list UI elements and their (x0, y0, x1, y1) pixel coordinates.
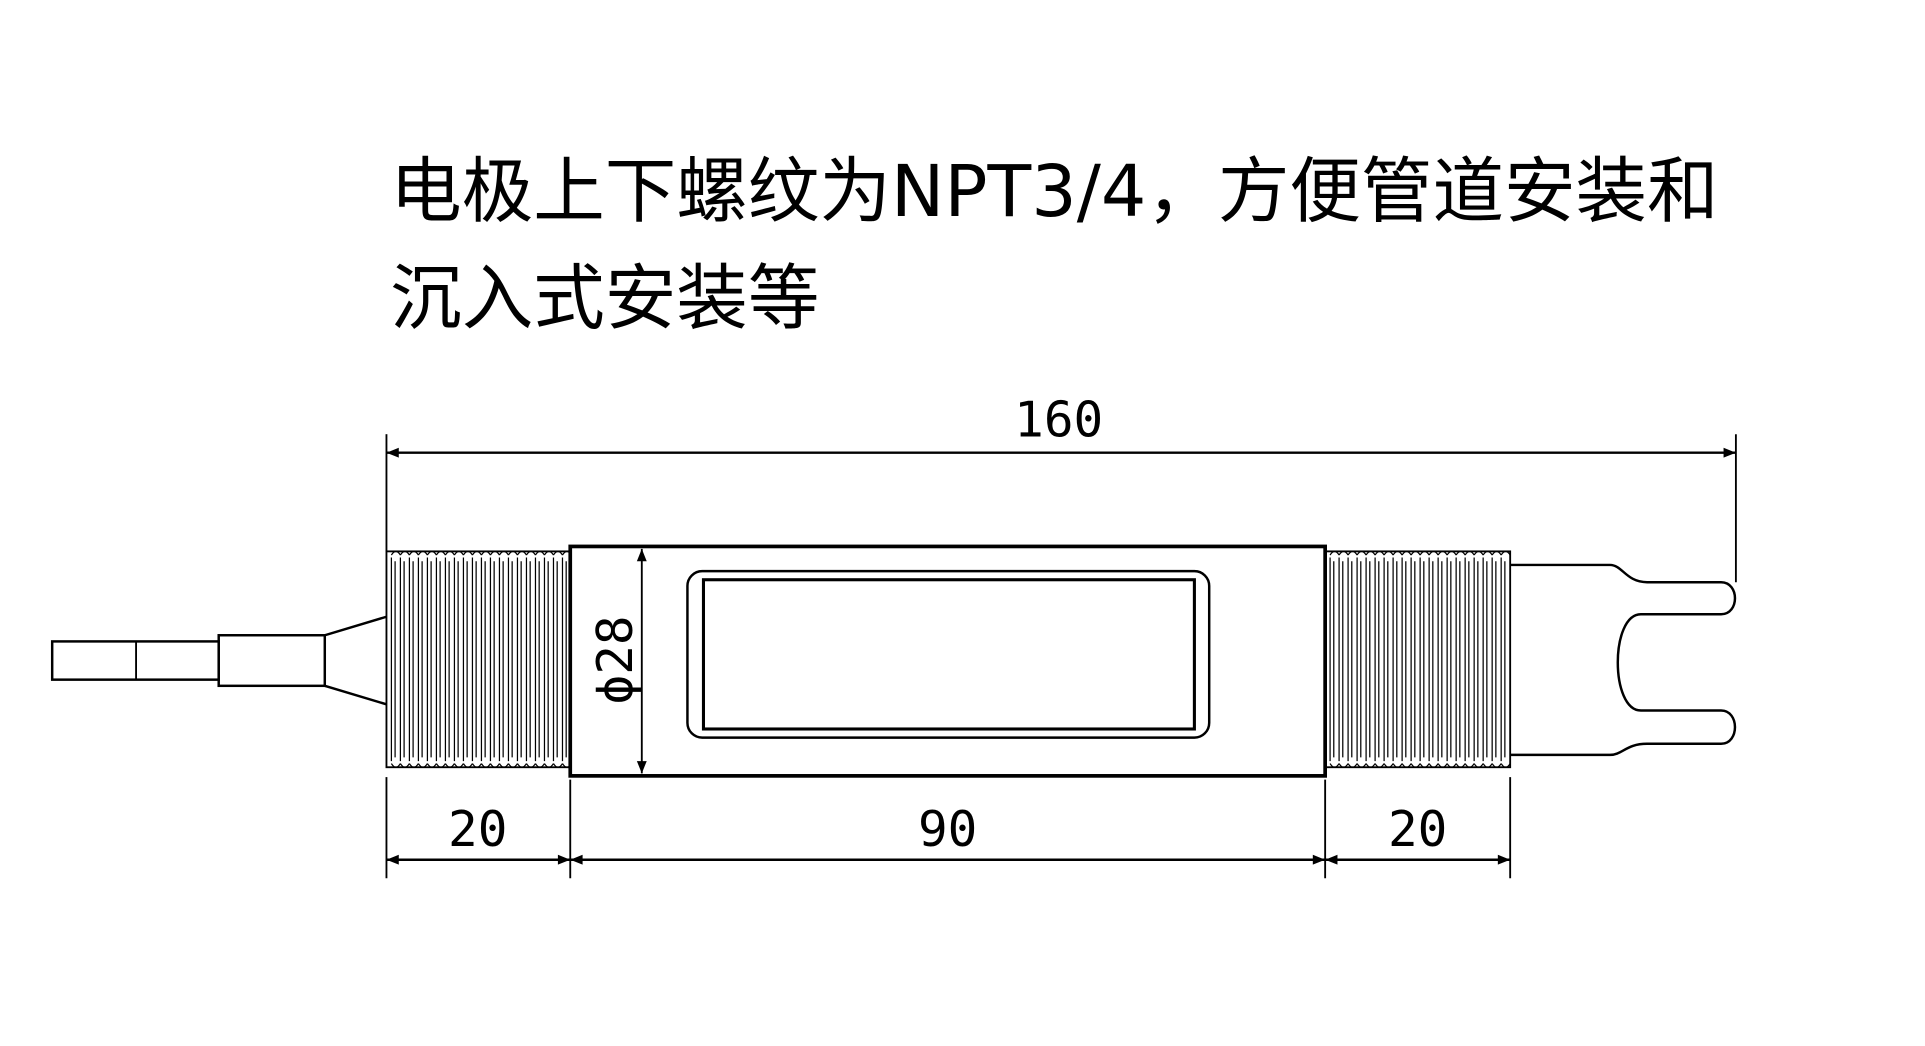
thread-line (480, 550, 491, 768)
cable (50, 615, 387, 706)
title-line-1: 电极上下螺纹为NPT3/4，方便管道安装和 (390, 150, 1718, 233)
thread-line (507, 550, 518, 768)
thread-line (1437, 550, 1448, 768)
thread-line (1338, 550, 1349, 768)
dimension-label-160: 160 (1014, 391, 1103, 449)
title-line-2: 沉入式安装等 (390, 257, 819, 340)
thread-line (1392, 550, 1403, 768)
thread-line (1365, 550, 1376, 768)
dimension-diameter: ϕ28 (586, 548, 647, 774)
thread-line (462, 550, 473, 768)
thread-line (1356, 550, 1367, 768)
thread-line (1329, 550, 1340, 768)
thread-line (390, 550, 401, 768)
thread-line (1419, 550, 1430, 768)
dimension-label-body: 90 (918, 800, 977, 858)
thread-line (1482, 550, 1493, 768)
thread-line (516, 550, 527, 768)
connector-fork (1510, 563, 1737, 757)
thread-line (498, 550, 509, 768)
thread-line (1401, 550, 1412, 768)
right-thread (1324, 550, 1512, 769)
thread-line (471, 550, 482, 768)
thread-line (525, 550, 536, 768)
thread-line (543, 550, 554, 768)
dimension-label-left-thread: 20 (448, 800, 507, 858)
electrode-body (568, 544, 1327, 778)
thread-line (561, 550, 573, 768)
thread-line (417, 550, 428, 768)
thread-line (489, 550, 500, 768)
thread-line (1500, 550, 1511, 768)
thread-line (1446, 550, 1457, 768)
thread-line (1347, 550, 1358, 768)
thread-line (534, 550, 545, 768)
thread-line (1455, 550, 1466, 768)
thread-line (1464, 550, 1475, 768)
dimension-label-right-thread: 20 (1388, 800, 1447, 858)
thread-line (1473, 550, 1484, 768)
thread-line (426, 550, 437, 768)
dimension-label-diameter: ϕ28 (586, 615, 644, 704)
left-thread (385, 550, 573, 769)
thread-line (1410, 550, 1421, 768)
thread-line (408, 550, 419, 768)
thread-line (453, 550, 464, 768)
thread-line (1428, 550, 1439, 768)
thread-line (399, 550, 410, 768)
thread-line (1383, 550, 1394, 768)
thread-line (444, 550, 455, 768)
dimension-bottom: 20 90 20 (385, 777, 1512, 879)
dimension-total-length: 160 (385, 391, 1737, 583)
thread-line (1374, 550, 1385, 768)
thread-line (1491, 550, 1502, 768)
thread-line (552, 550, 564, 768)
thread-line (435, 550, 446, 768)
